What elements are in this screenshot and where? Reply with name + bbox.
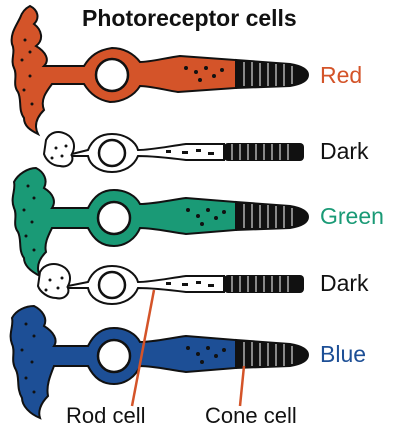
red-cone-outer-segment <box>236 60 308 88</box>
green-cone-cell <box>13 168 308 276</box>
row-label-dark-1: Dark <box>320 140 369 163</box>
blue-cone-outer-segment <box>236 340 308 368</box>
row-label-red: Red <box>320 64 362 87</box>
blue-cone-cell <box>11 306 308 418</box>
diagram-title: Photoreceptor cells <box>82 7 297 30</box>
green-cone-nucleus <box>98 202 130 234</box>
dark-rod-cell-1 <box>44 132 304 172</box>
row-label-green: Green <box>320 205 384 228</box>
row-label-blue: Blue <box>320 343 366 366</box>
red-cone-nucleus <box>96 59 128 91</box>
blue-cone-nucleus <box>98 340 130 372</box>
cone-cell-caption: Cone cell <box>205 405 297 427</box>
row-label-dark-2: Dark <box>320 272 369 295</box>
rod-cell-caption: Rod cell <box>66 405 145 427</box>
cone-cell-pointer <box>240 366 244 406</box>
dark-rod-cell-2 <box>38 264 304 304</box>
green-cone-outer-segment <box>236 202 308 230</box>
dark-rod-2-nucleus <box>99 272 125 298</box>
dark-rod-1-nucleus <box>99 140 125 166</box>
